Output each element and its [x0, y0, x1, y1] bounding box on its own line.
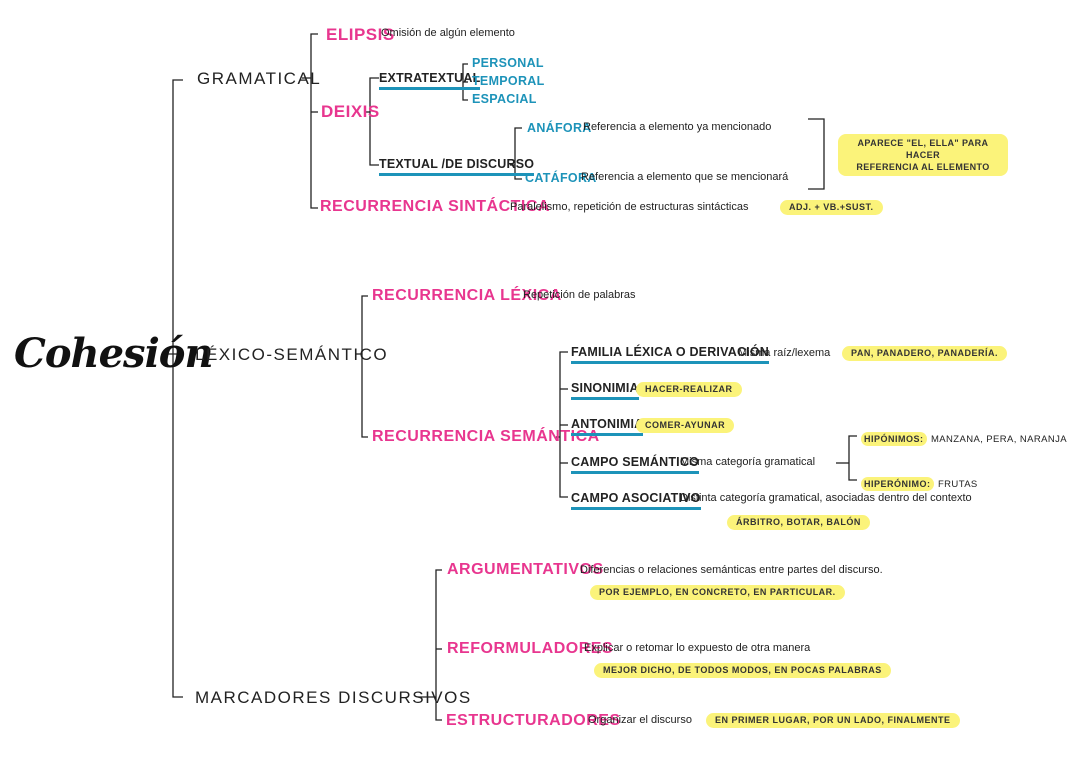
- recurrencia-lexica-desc: Repetición de palabras: [523, 289, 636, 301]
- reformuladores-example: MEJOR DICHO, DE TODOS MODOS, EN POCAS PA…: [594, 663, 891, 678]
- familia-lexica-example: PAN, PANADERO, PANADERÍA.: [842, 346, 1008, 361]
- elipsis-desc: Omisión de algún elemento: [381, 27, 515, 39]
- extratextual-personal: PERSONAL: [472, 56, 544, 70]
- deixis-label: DEIXIS: [321, 102, 380, 121]
- recurrencia-lexica-label: RECURRENCIA LÉXICA: [372, 287, 562, 304]
- reformuladores-label: REFORMULADORES: [447, 640, 614, 657]
- hiperonimo-value: FRUTAS: [937, 479, 978, 490]
- catafora-desc: Referencia a elemento que se mencionará: [581, 171, 789, 183]
- diagram-title: Cohesión: [14, 330, 214, 377]
- argumentativos-label: ARGUMENTATIVOS: [447, 561, 604, 578]
- estructuradores-desc: Organizar el discurso: [588, 714, 692, 726]
- catafora-label: CATÁFORA: [525, 171, 597, 185]
- antonimia-example: COMER-AYUNAR: [636, 418, 735, 433]
- recurrencia-sintactica-desc: Paralelismo, repetición de estructuras s…: [510, 201, 749, 213]
- argumentativos-example: POR EJEMPLO, EN CONCRETO, EN PARTICULAR.: [590, 585, 845, 600]
- hiperonimo-row: HIPERÓNIMO: FRUTAS: [861, 475, 978, 491]
- campo-semantico-label: CAMPO SEMÁNTICO: [571, 456, 699, 474]
- estructuradores-label: ESTRUCTURADORES: [446, 712, 621, 729]
- textual-label: TEXTUAL /DE DISCURSO: [379, 158, 535, 176]
- hiponimos-list: MANZANA, PERA, NARANJA: [930, 434, 1067, 445]
- familia-lexica-desc: Misma raíz/lexema: [738, 347, 831, 359]
- antonimia-label: ANTONIMIA: [571, 418, 644, 436]
- campo-semantico-desc: Misma categoría gramatical: [680, 456, 816, 468]
- sinonimia-example: HACER-REALIZAR: [636, 382, 742, 397]
- textual-note-line1: APARECE "EL, ELLA" PARA HACER: [857, 138, 989, 161]
- anafora-label: ANÁFORA: [527, 121, 592, 135]
- elipsis-label: ELIPSIS: [326, 25, 395, 44]
- reformuladores-desc: Explicar o retomar lo expuesto de otra m…: [584, 642, 811, 654]
- hiponimos-row: HIPÓNIMOS: MANZANA, PERA, NARANJA: [861, 430, 1067, 446]
- category-marcadores-discursivos: MARCADORES DISCURSIVOS: [195, 688, 472, 707]
- anafora-desc: Referencia a elemento ya mencionado: [583, 121, 772, 133]
- argumentativos-desc: Diferencias o relaciones semánticas entr…: [580, 564, 883, 576]
- hiperonimo-label: HIPERÓNIMO:: [861, 477, 934, 491]
- campo-asociativo-label: CAMPO ASOCIATIVO: [571, 492, 701, 510]
- sinonimia-label: SINONIMIA: [571, 382, 639, 400]
- textual-note: APARECE "EL, ELLA" PARA HACER REFERENCIA…: [838, 134, 1008, 177]
- extratextual-temporal: TEMPORAL: [472, 74, 545, 88]
- estructuradores-example: EN PRIMER LUGAR, POR UN LADO, FINALMENTE: [706, 713, 960, 728]
- hiponimos-label: HIPÓNIMOS:: [861, 432, 927, 446]
- category-gramatical: GRAMATICAL: [197, 69, 322, 88]
- textual-note-line2: REFERENCIA AL ELEMENTO: [856, 162, 990, 173]
- category-lexico-semantico: LÉXICO-SEMÁNTICO: [195, 345, 389, 364]
- recurrencia-semantica-label: RECURRENCIA SEMÁNTICA: [372, 428, 600, 445]
- recurrencia-sintactica-label: RECURRENCIA SINTÁCTICA: [320, 198, 550, 215]
- campo-asociativo-desc: Distinta categoría gramatical, asociadas…: [680, 492, 972, 504]
- familia-lexica-label: FAMILIA LÉXICA O DERIVACIÓN: [571, 346, 769, 364]
- campo-asociativo-example: ÁRBITRO, BOTAR, BALÓN: [727, 515, 870, 530]
- recurrencia-sintactica-example: ADJ. + VB.+SUST.: [780, 200, 883, 215]
- extratextual-label: EXTRATEXTUAL: [379, 72, 481, 90]
- extratextual-espacial: ESPACIAL: [472, 92, 537, 106]
